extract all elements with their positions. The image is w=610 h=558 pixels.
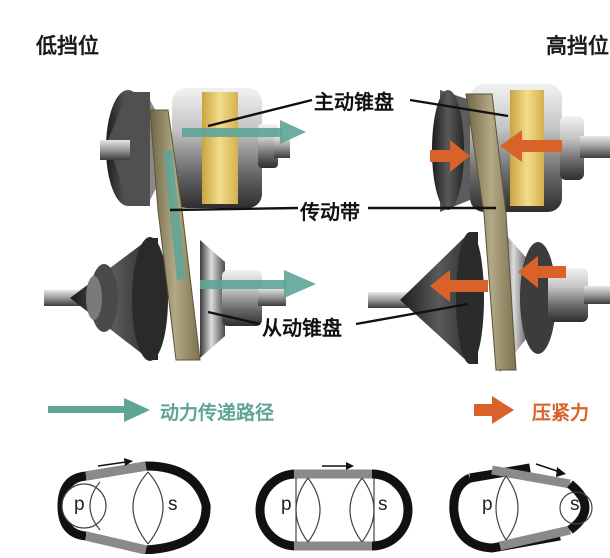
low-gear-assembly xyxy=(44,88,316,361)
belt-leader-left xyxy=(169,206,299,212)
drive-cone-leader-right xyxy=(409,98,509,118)
rotation-arrow xyxy=(535,463,561,473)
driven-cone-leader-left xyxy=(207,310,261,326)
clamping-force-legend-label: 压紧力 xyxy=(532,402,590,424)
high-gear-clamping-force xyxy=(430,130,566,302)
schematic-3-primary-label: p xyxy=(482,494,493,515)
clamping-force-arrow-shaft xyxy=(430,150,452,162)
power-path-belt-segment xyxy=(163,149,186,281)
schematic-low-gear xyxy=(57,458,211,555)
clamping-force-arrow-head xyxy=(518,256,538,288)
power-path-arrow-head xyxy=(284,270,316,298)
clamping-force-arrow-head xyxy=(430,270,450,302)
clamping-force-arrow-shaft xyxy=(520,140,562,152)
rotation-arrow-head xyxy=(556,467,566,477)
rotation-arrow xyxy=(97,461,127,467)
driven-cone-label: 从动锥盘 xyxy=(262,316,342,340)
schematic-3-secondary-label: s xyxy=(570,494,580,515)
driven-cone-leader-right xyxy=(355,302,469,326)
schematic-neutral-ratio xyxy=(255,462,413,551)
rotation-arrow-head xyxy=(124,458,133,466)
clamping-force-legend-arrow-shaft xyxy=(474,404,494,416)
drive-cone-label: 主动锥盘 xyxy=(314,90,394,114)
high-gear-title: 高挡位 xyxy=(546,34,609,58)
high-gear-belt xyxy=(465,93,517,371)
power-path-legend-arrow-head xyxy=(124,398,150,422)
rotation-arrow-head xyxy=(346,462,354,470)
low-gear-drive-pulley xyxy=(100,88,290,208)
belt-label: 传动带 xyxy=(300,200,360,224)
clamping-force-legend-arrow-head xyxy=(492,396,514,424)
high-gear-driven-pulley xyxy=(368,228,610,372)
schematic-1-secondary-label: s xyxy=(168,494,178,515)
schematic-2-primary-label: p xyxy=(281,494,292,515)
power-path-arrow-head xyxy=(280,120,306,144)
clamping-force-arrow-shaft xyxy=(536,266,566,278)
drive-cone-leader-left xyxy=(207,98,313,128)
power-path-arrow-shaft xyxy=(182,128,282,137)
schematic-1-primary-label: p xyxy=(74,494,85,515)
power-path-arrow-shaft xyxy=(200,280,286,289)
low-gear-power-path xyxy=(163,120,316,298)
high-gear-assembly xyxy=(368,84,610,372)
legend xyxy=(48,396,514,424)
schematic-2-secondary-label: s xyxy=(378,494,388,515)
clamping-force-arrow-shaft xyxy=(448,280,488,292)
callout-leaders xyxy=(169,98,509,326)
low-gear-title: 低挡位 xyxy=(36,34,99,58)
schematic-high-gear xyxy=(449,463,593,553)
clamping-force-arrow-head xyxy=(450,140,470,172)
power-path-legend-label: 动力传递路径 xyxy=(160,402,275,424)
clamping-force-arrow-head xyxy=(500,130,522,162)
power-path-legend-arrow-shaft xyxy=(48,406,128,413)
